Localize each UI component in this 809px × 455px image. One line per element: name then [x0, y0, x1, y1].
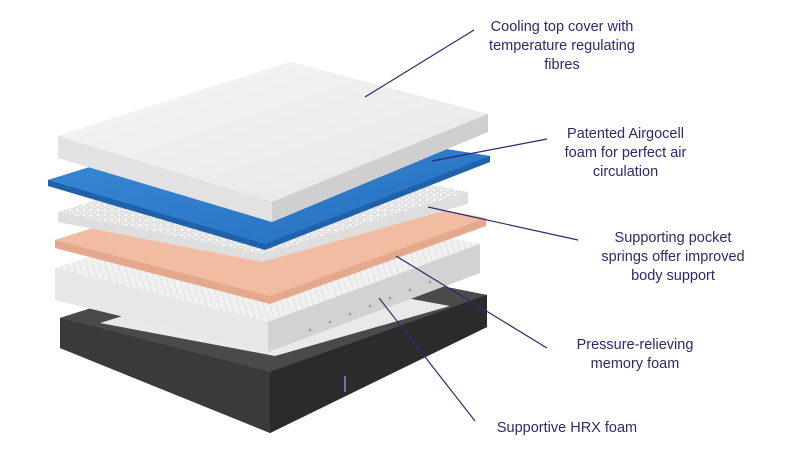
leader-line-airgocell [431, 138, 548, 162]
callout-airgocell-foam: Patented Airgocell foam for perfect air … [564, 126, 687, 180]
cooling-top-cover-layer [58, 62, 488, 222]
callout-hrx-foam: Supportive HRX foam [496, 420, 638, 436]
callout-memory-foam: Pressure-relieving memory foam [576, 337, 694, 372]
callout-cooling-top-cover: Cooling top cover with temperature regul… [489, 19, 635, 73]
leader-lines [364, 29, 579, 422]
callout-pocket-springs: Supporting pocket springs offer improved… [601, 230, 745, 284]
leader-line-cover [364, 29, 475, 98]
leader-line-springs [427, 206, 579, 241]
leader-line-hrx [378, 297, 476, 422]
leader-line-memory [395, 255, 548, 349]
